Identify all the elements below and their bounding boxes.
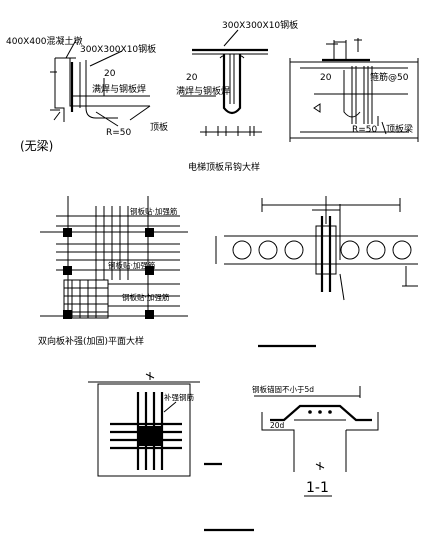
label-radius: R=50 <box>106 128 132 138</box>
panel-column-plan: 补强钢筋 <box>88 372 254 532</box>
label-a: 钢板贴·加强筋 <box>130 206 178 216</box>
label-b: 钢板贴·加强筋 <box>108 260 156 270</box>
label-dim: 20d <box>270 421 285 430</box>
section-label: 1-1 <box>306 480 329 496</box>
panel-slab-plan: 钢板贴·加强筋 钢板贴·加强筋 钢板贴·加强筋 <box>40 196 188 319</box>
label-dim: 20 <box>186 73 198 83</box>
label-c: 钢板贴·加强筋 <box>122 292 170 302</box>
label-nobeam: (无梁) <box>20 138 53 153</box>
label-radius: R=50 <box>352 125 378 135</box>
panel-hollow-slab-section <box>215 196 418 348</box>
label-slab: 顶板 <box>150 121 168 133</box>
label-a: 补强钢筋 <box>164 392 194 402</box>
label-plate: 300X300X10钢板 <box>80 43 156 55</box>
label-a: 钢板锚固不小于5d <box>252 384 314 394</box>
panel-hook-no-beam: 400X400混凝土墩 300X300X10钢板 20 满焊与钢板焊 R=50 … <box>6 35 168 153</box>
label-dim: 20 <box>104 69 116 79</box>
label-weld: 满焊与钢板焊 <box>92 83 146 95</box>
title-mid: 双向板补强(加固)平面大样 <box>38 335 144 347</box>
label-weld: 满焊与钢板焊 <box>176 85 230 97</box>
panel-section-1-1: 钢板锚固不小于5d 20d 1-1 <box>252 384 379 497</box>
rebar-grid-lower <box>63 279 109 319</box>
label-dim: 20 <box>320 73 332 83</box>
label-beam: 顶板梁 <box>386 123 413 135</box>
panel-hook-beam: 20 箍筋@50 R=50 顶板梁 <box>289 38 419 142</box>
title-top: 电梯顶板吊钩大样 <box>188 161 260 173</box>
label-column: 400X400混凝土墩 <box>6 35 83 47</box>
panel-hanger-plate: 300X300X10钢板 20 满焊与钢板焊 <box>176 19 298 136</box>
label-plate: 300X300X10钢板 <box>222 19 298 31</box>
rebar-grid-upper <box>56 206 180 280</box>
label-stirrup: 箍筋@50 <box>370 71 409 83</box>
